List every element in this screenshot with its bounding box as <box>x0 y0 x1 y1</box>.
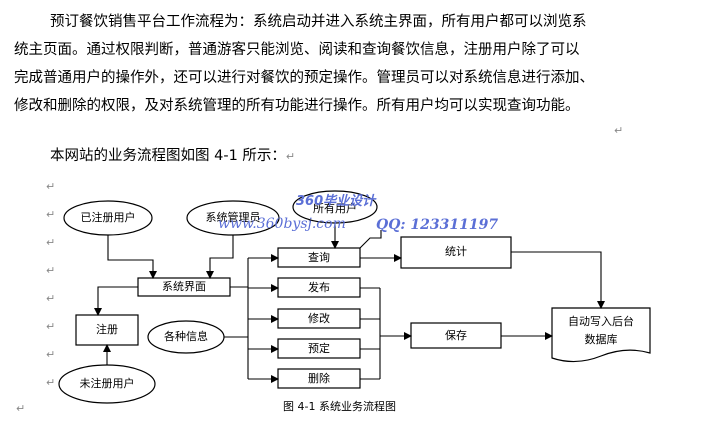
svg-text:注册: 注册 <box>96 322 118 336</box>
paragraph-line-1: 预订餐饮销售平台工作流程为：系统启动并进入系统主界面，所有用户都可以浏览系 <box>50 14 587 30</box>
svg-text:查询: 查询 <box>308 250 330 264</box>
margin-mark: ↵ <box>46 320 56 333</box>
margin-mark: ↵ <box>46 292 56 305</box>
paragraph-line-3: 完成普通用户的操作外，还可以进行对餐饮的预定操作。管理员可以对系统信息进行添加、 <box>14 70 594 86</box>
paragraph-mark: ↵ <box>614 124 624 137</box>
modify-node: 修改 <box>277 308 361 329</box>
svg-text:360毕业设计: 360毕业设计 <box>296 193 377 209</box>
svg-text:发布: 发布 <box>308 280 330 294</box>
margin-mark: ↵ <box>46 180 56 193</box>
svg-text:统计: 统计 <box>445 245 467 258</box>
svg-text:QQ: 123311197: QQ: 123311197 <box>376 217 498 233</box>
svg-text:所有用户: 所有用户 <box>313 201 357 215</box>
statistics-node: 统计 <box>400 236 512 269</box>
database-node: 自动写入后台 数据库 <box>551 307 651 363</box>
figure-caption: 图 4-1 系统业务流程图 <box>283 399 396 413</box>
query-node: 查询 <box>277 247 361 268</box>
margin-mark: ↵ <box>46 376 56 389</box>
paragraph-line-2: 统主页面。通过权限判断，普通游客只能浏览、阅读和查询餐饮信息，注册用户除了可以 <box>14 42 580 58</box>
paragraph-line-5: 本网站的业务流程图如图 4-1 所示：↵ <box>50 148 296 164</box>
svg-text:www.360bysj.com: www.360bysj.com <box>218 216 346 232</box>
svg-text:删除: 删除 <box>308 371 330 385</box>
unregistered-user-node: 未注册用户 <box>58 364 156 404</box>
svg-text:修改: 修改 <box>308 311 330 325</box>
svg-text:已注册用户: 已注册用户 <box>81 210 136 224</box>
svg-text:系统管理员: 系统管理员 <box>206 210 261 224</box>
svg-text:自动写入后台: 自动写入后台 <box>568 314 634 328</box>
svg-text:未注册用户: 未注册用户 <box>80 376 135 390</box>
registered-user-node: 已注册用户 <box>63 200 153 236</box>
admin-node: 系统管理员 <box>186 200 280 236</box>
various-info-node: 各种信息 <box>147 320 225 354</box>
margin-mark: ↵ <box>46 348 56 361</box>
svg-text:保存: 保存 <box>445 328 467 342</box>
system-interface-node: 系统界面 <box>137 277 231 297</box>
svg-text:系统界面: 系统界面 <box>162 280 206 293</box>
svg-text:各种信息: 各种信息 <box>164 329 208 343</box>
margin-mark: ↵ <box>16 402 26 415</box>
connectors <box>94 223 605 383</box>
save-node: 保存 <box>410 322 502 349</box>
paragraph-line-4: 修改和删除的权限，及对系统管理的所有功能进行操作。所有用户均可以实现查询功能。 <box>14 98 580 114</box>
margin-mark: ↵ <box>46 208 56 221</box>
register-node: 注册 <box>75 314 139 346</box>
margin-mark: ↵ <box>46 236 56 249</box>
all-users-node: 所有用户 <box>292 190 378 224</box>
watermark: 360毕业设计 www.360bysj.com QQ: 123311197 <box>218 193 498 233</box>
publish-node: 发布 <box>277 277 361 298</box>
svg-text:预定: 预定 <box>308 341 330 355</box>
margin-mark: ↵ <box>46 264 56 277</box>
svg-text:数据库: 数据库 <box>585 332 618 346</box>
delete-node: 删除 <box>277 368 361 389</box>
reserve-node: 预定 <box>277 338 361 359</box>
